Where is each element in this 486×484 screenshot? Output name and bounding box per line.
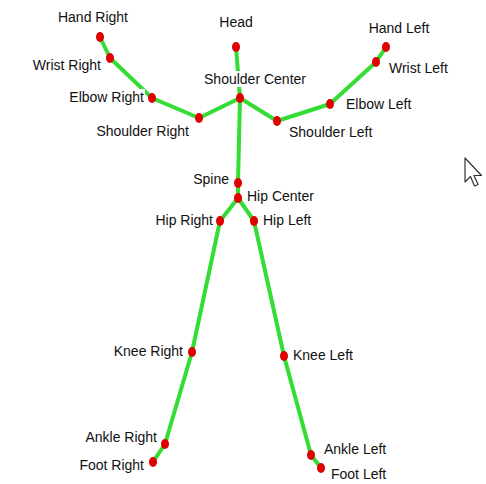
joint-label: Wrist Right [32, 57, 102, 73]
joint-label: Elbow Right [68, 89, 145, 105]
joint-label: Shoulder Center [203, 71, 307, 87]
joint-label: Wrist Left [388, 60, 449, 76]
joint-label: Hip Right [154, 212, 214, 228]
joint-label: Hip Center [246, 188, 315, 204]
joint-label: Spine [192, 171, 230, 187]
joint-label: Shoulder Left [288, 124, 373, 140]
joint-label: Shoulder Right [95, 123, 190, 139]
joint-label: Foot Left [330, 466, 387, 482]
mouse-cursor [465, 158, 482, 186]
joint-label: Elbow Left [345, 96, 412, 112]
joint-label: Hip Left [262, 212, 312, 228]
joint-label: Ankle Left [323, 441, 387, 457]
joint-label: Ankle Right [84, 429, 158, 445]
joint-label: Head [218, 14, 253, 30]
joint-label: Knee Left [292, 347, 354, 363]
joint-label: Foot Right [78, 457, 145, 473]
joint-label: Hand Right [57, 9, 129, 25]
joint-label: Hand Left [368, 20, 431, 36]
joint-label: Knee Right [113, 343, 184, 359]
